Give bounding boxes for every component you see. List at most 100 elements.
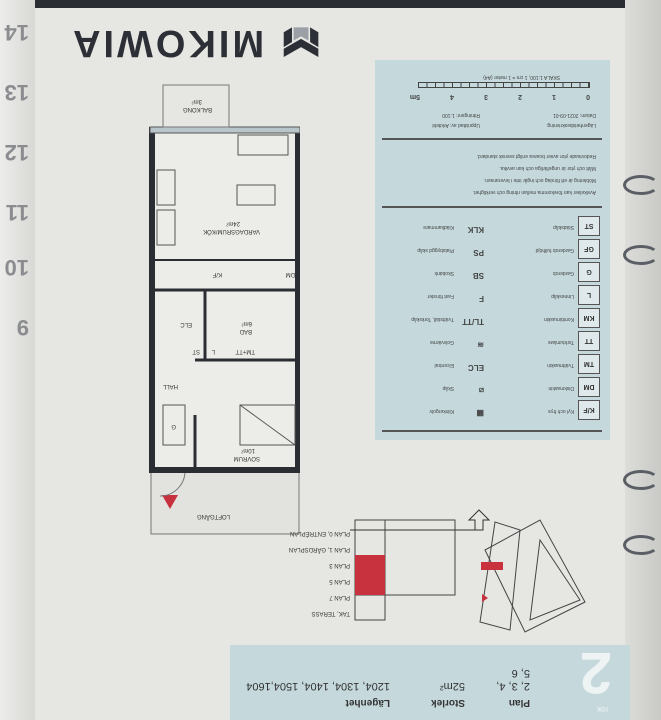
floor-label: PLAN 1, GÅRDSPLAN xyxy=(289,546,350,553)
legend-desc: Skåp xyxy=(442,385,454,391)
legend-symbol: ⧄ xyxy=(478,386,484,395)
meta-text: Upprättad av: Arkitekt xyxy=(432,122,480,128)
legend-code: GF xyxy=(578,239,600,259)
legend-row: GF Garderob fullhöjd PS Platsbyggd skåp xyxy=(380,237,602,261)
legend-desc: Fast fönster xyxy=(427,293,454,299)
legend-note: Mått och ytor är ungefärliga och kan avv… xyxy=(499,165,596,171)
apartment-info-box: rok 2 Plan Storlek Lägenhet 2, 3, 4, 5, … xyxy=(230,640,630,720)
room-label-living: VARDAGSRUM/KÖK xyxy=(203,228,260,235)
stove xyxy=(156,169,176,206)
legend-desc: Garderob fullhöjd xyxy=(535,247,574,253)
legend-code: TT xyxy=(578,331,600,351)
apartment-floor-highlight xyxy=(355,555,385,595)
page-tab[interactable]: 13 xyxy=(4,80,29,105)
scale-bar: 0 1 2 3 4 5m SKALA 1:100, 1 cm = 1 meter (A4) xyxy=(410,70,590,100)
legend-row: TT Torktumlare ≋ Golvvärme xyxy=(380,329,602,353)
building-wing xyxy=(479,521,521,631)
legend-desc: Garderob xyxy=(552,270,574,276)
legend-row: G Garderob SB Skobänk xyxy=(380,260,602,284)
building-wing xyxy=(484,519,586,633)
room-label-bath: BAD xyxy=(239,328,252,334)
legend-desc: Kombimaskin xyxy=(543,316,574,322)
binder-ring-icon xyxy=(623,175,659,195)
entrance-marker-icon xyxy=(162,495,178,509)
scale-tick: 0 xyxy=(586,93,590,100)
fixture-dm: DM xyxy=(286,271,295,277)
page-tab[interactable]: 12 xyxy=(4,140,29,165)
binder-spine xyxy=(623,0,661,720)
legend-code: K/F xyxy=(578,400,600,420)
legend-code: DM xyxy=(578,377,600,397)
legend-desc: Torktumlare xyxy=(547,339,574,345)
legend-row: TM Tvättmaskin ELC Elcentral xyxy=(380,352,602,376)
legend-symbol: ▦ xyxy=(476,409,484,418)
legend-row: L Linneskåp F Fast fönster xyxy=(380,283,602,307)
meta-text: Datum: 2021-09-01 xyxy=(552,112,596,118)
page-edge-band xyxy=(35,0,625,8)
legend-desc: Linneskåp xyxy=(551,293,574,299)
page-tabs: 14 13 12 11 10 9 xyxy=(0,0,35,720)
apartment-highlight xyxy=(481,562,503,570)
scale-ruler xyxy=(418,82,590,88)
fixture-tm-tt: TM+TT xyxy=(235,348,255,354)
scale-label: SKALA 1:100, 1 cm = 1 meter (A4) xyxy=(483,74,560,80)
scale-tick: 5m xyxy=(409,93,420,100)
legend-row: ST Städskåp KLK Klädkammare xyxy=(380,214,602,238)
header-size: Storlek xyxy=(431,697,465,708)
divider xyxy=(382,430,602,432)
legend-desc: Platsbyggd skåp xyxy=(417,247,454,253)
legend-code: TM xyxy=(578,354,600,374)
balcony xyxy=(162,84,230,128)
entrance-marker-icon xyxy=(482,594,488,602)
brand-name: MIKOWIA xyxy=(70,22,265,65)
fixture-st: ST xyxy=(192,348,200,354)
meta-text: Ritningsnr: 1:100 xyxy=(442,112,480,118)
legend-symbol: PS xyxy=(473,248,484,257)
legend-code: G xyxy=(578,262,600,282)
legend-desc: Elcentral xyxy=(434,362,454,368)
brand-logo: MIKOWIA xyxy=(70,18,320,68)
page-tab[interactable]: 9 xyxy=(16,315,29,340)
legend-code: L xyxy=(578,285,600,305)
legend-row: DM Diskmaskin ⧄ Skåp xyxy=(380,375,602,399)
fixture-g: G xyxy=(171,423,176,429)
page-tab[interactable]: 14 xyxy=(4,20,29,45)
header-plan: Plan xyxy=(508,697,530,708)
size-value: 52m² xyxy=(439,680,465,692)
floor-label: PLAN 7 xyxy=(329,594,350,600)
scale-tick: 3 xyxy=(484,93,488,100)
legend-note: Möblering är ett förslag och ingår inte … xyxy=(483,177,596,183)
floor-label: PLAN 5 xyxy=(329,578,350,584)
scale-tick: 4 xyxy=(450,93,454,100)
room-area-bedroom: 10m² xyxy=(241,447,255,453)
binder-ring-icon xyxy=(623,470,659,490)
legend-desc: Tvättställ, Torkskåp xyxy=(411,316,454,322)
floor-plan: LOFTGÅNG SOVRUM 10m² HALL BAD 6m² ELC K/… xyxy=(149,84,300,535)
legend-code: ST xyxy=(578,216,600,236)
page-tab[interactable]: 10 xyxy=(4,255,29,280)
apartment-numbers: 1204, 1304, 1404, 1504,1604 xyxy=(246,680,390,692)
binder-ring-icon xyxy=(623,535,659,555)
room-area-bath: 6m² xyxy=(242,320,252,326)
legend-symbol: TL/TT xyxy=(462,317,484,326)
corridor-label: LOFTGÅNG xyxy=(197,513,230,520)
scale-tick: 1 xyxy=(552,93,556,100)
page-tab[interactable]: 11 xyxy=(5,200,29,225)
legend-desc: Golvvärme xyxy=(429,339,454,345)
entrance-door xyxy=(159,470,186,497)
fixture-kf: K/F xyxy=(212,271,222,277)
legend-desc: Städskåp xyxy=(553,224,574,230)
legend-symbol: KLK xyxy=(467,225,484,234)
room-count: 2 xyxy=(579,640,612,705)
legend-desc: Klädkammare xyxy=(423,224,454,230)
window-row xyxy=(149,126,300,134)
meta-text: Lägenhetsbeskrivning xyxy=(547,122,596,128)
floor-label: PLAN 3 xyxy=(329,562,350,568)
scale-tick: 2 xyxy=(518,93,522,100)
header-apartment: Lägenhet xyxy=(345,697,390,708)
north-arrow-icon xyxy=(467,509,491,531)
legend-note: Redovisade ytor avser boarea enligt sven… xyxy=(476,153,596,159)
